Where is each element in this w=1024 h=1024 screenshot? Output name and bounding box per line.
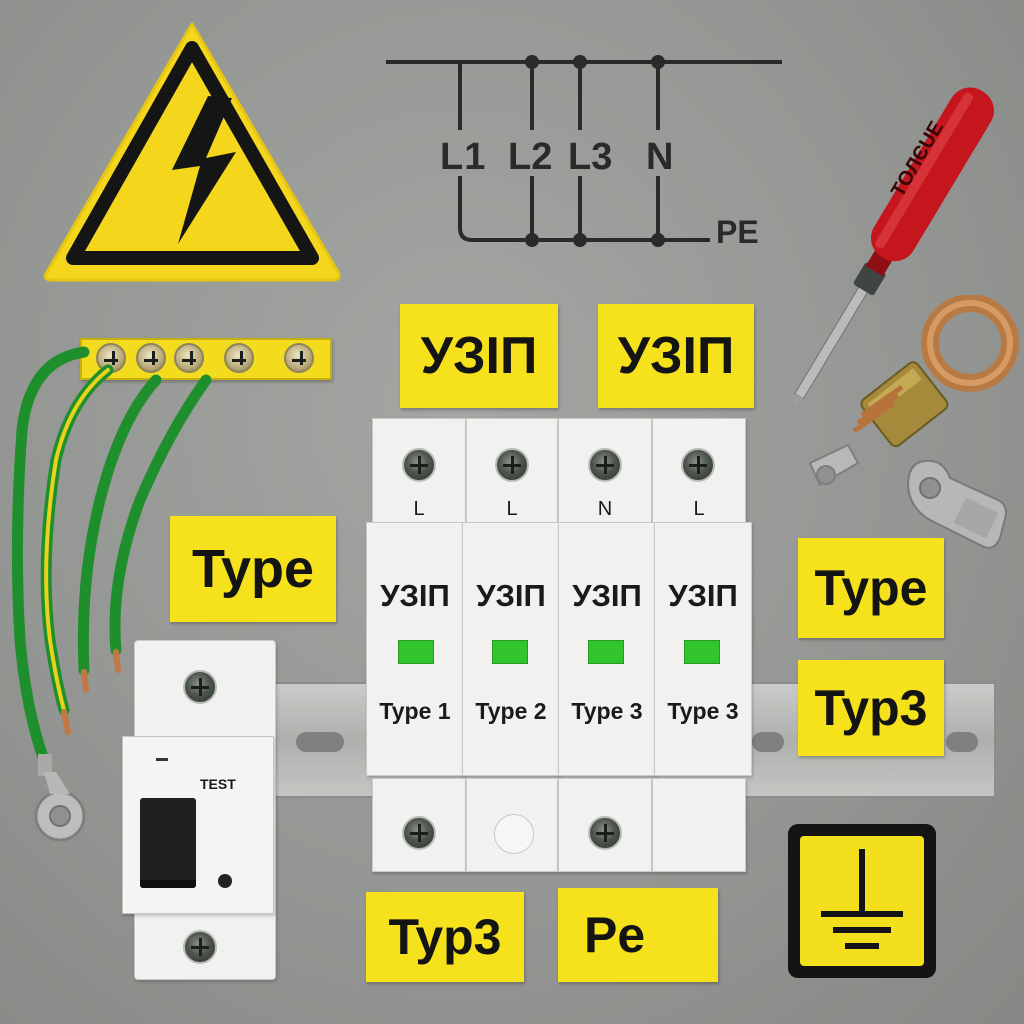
breaker-mark [156,758,168,761]
rail-slot [752,732,784,752]
spd-1-name: УЗІП [380,578,450,613]
status-indicator [588,640,624,664]
spd-4-name: УЗІП [668,578,738,613]
test-button[interactable] [218,874,232,888]
test-label: TEST [200,776,236,792]
spd-2-type: Type 2 [475,698,547,724]
screwdriver [792,87,994,407]
empty-terminal [494,814,534,854]
ring-lug [906,459,1007,549]
type-label-left: Type [170,516,336,622]
ground-symbol-icon [788,824,936,978]
spd-2-name: УЗІП [476,578,546,613]
pe-label-bottom: Pe [558,888,718,982]
spd-3-type: Type 3 [571,698,643,724]
terminal-screw [588,448,622,482]
spd-4-type: Type 3 [667,698,739,724]
busbar-screw [284,343,314,373]
spd-1-mark: L [413,498,425,520]
status-indicator [398,640,434,664]
rail-slot [946,732,978,752]
type-label-right: Type [798,538,944,638]
typ3-label-right: Typ3 [798,660,944,756]
breaker-screw-bottom [183,930,217,964]
breaker-toggle[interactable] [140,798,196,888]
uzip-label-left: УЗІП [400,304,558,408]
rail-slot [296,732,344,752]
ground-wires [11,346,212,842]
ground-clamp [808,295,1019,487]
typ3-label-bottom: Typ3 [366,892,524,982]
pe-label: PE [716,214,759,250]
spd-3-name: УЗІП [572,578,642,613]
status-indicator [492,640,528,664]
three-phase-wiring-diagram [386,55,782,247]
status-indicator [684,640,720,664]
busbar-screw [174,343,204,373]
spd-2-mark: L [506,498,518,520]
uzip-label-right: УЗІП [598,304,754,408]
phase-label-l3: L3 [568,136,613,178]
spd-bottom-terminal [652,778,746,872]
phase-label-l2: L2 [508,136,553,178]
phase-label-n: N [646,136,674,178]
spd-1-type: Type 1 [379,698,451,724]
terminal-screw [681,448,715,482]
breaker-screw-top [183,670,217,704]
busbar-screw [136,343,166,373]
spd-bottom-terminal [466,778,558,872]
terminal-screw [588,816,622,850]
busbar-screw [224,343,254,373]
terminal-screw [495,448,529,482]
phase-label-l1: L1 [440,136,487,178]
high-voltage-warning-icon [43,22,341,282]
terminal-screw [402,448,436,482]
spd-3-mark: N [597,498,613,520]
spd-4-mark: L [693,498,705,520]
terminal-screw [402,816,436,850]
